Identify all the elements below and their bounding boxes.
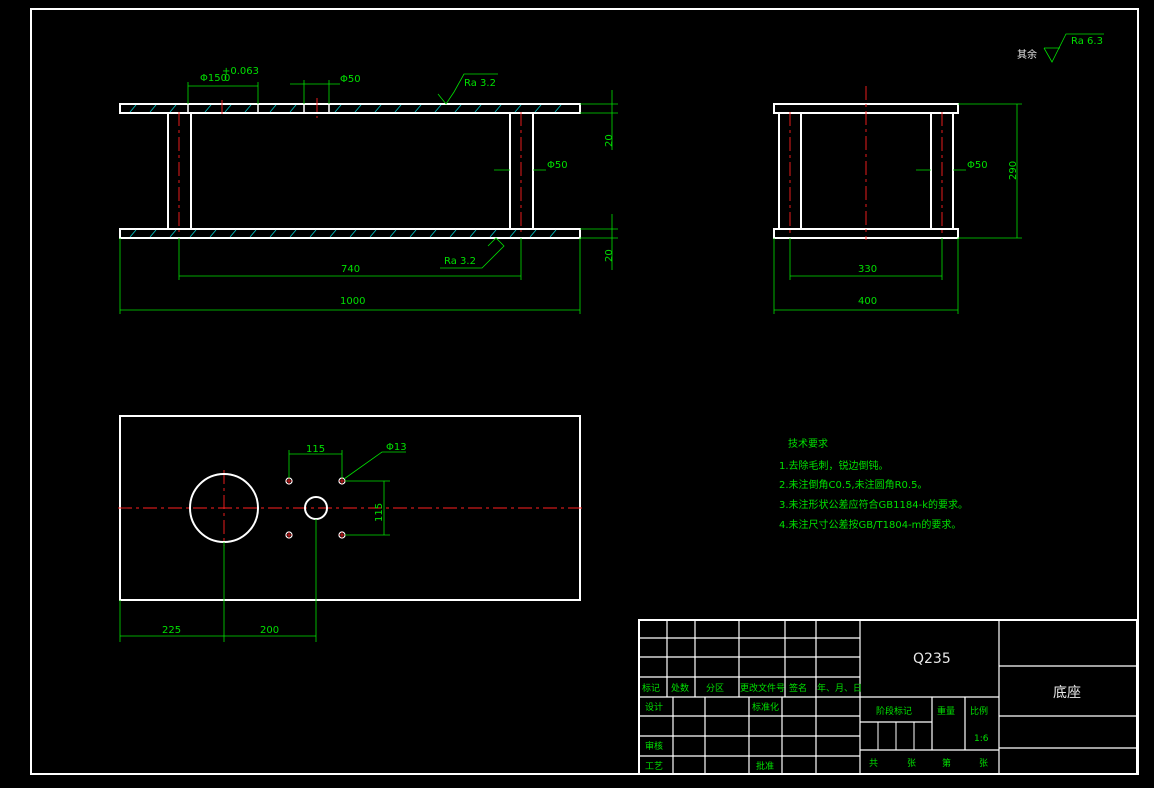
dim-115-y-label: 115 xyxy=(374,503,385,522)
tb-mark: 标记 xyxy=(642,682,660,694)
rest-roughness-value: Ra 6.3 xyxy=(1071,36,1103,47)
rest-roughness-prefix: 其余 xyxy=(1017,48,1037,61)
side-columns xyxy=(778,113,954,229)
front-top-plate xyxy=(119,103,581,114)
side-column-centerlines xyxy=(789,112,943,234)
dim-line-740 xyxy=(178,238,522,280)
front-left-column xyxy=(167,113,192,229)
tb-signature: 签名 xyxy=(789,682,807,694)
dim-line-115-y xyxy=(345,480,390,536)
dim-d150-label: Φ150 xyxy=(200,73,227,84)
front-view xyxy=(119,98,581,239)
rest-roughness-symbol xyxy=(1043,33,1104,63)
tb-total: 共 xyxy=(869,758,878,769)
front-dimensions: Φ150 +0.063 0 Φ50 Ra 3.2 Ra 3.2 20 20 Φ5… xyxy=(119,66,618,314)
dim-thk-top-label: 20 xyxy=(604,134,615,147)
roughness-bottom-label: Ra 3.2 xyxy=(444,256,476,267)
tb-weight: 重量 xyxy=(937,705,955,717)
notes-title: 技术要求 xyxy=(788,437,828,450)
tb-sheets: 张 xyxy=(907,758,916,769)
dim-200-label: 200 xyxy=(260,625,279,636)
dim-225-label: 225 xyxy=(162,625,181,636)
tb-zone: 分区 xyxy=(706,683,724,694)
tb-count: 处数 xyxy=(671,682,689,694)
dim-d150-lower-tol: 0 xyxy=(224,73,230,84)
dim-line-thk-top xyxy=(580,90,618,150)
tb-sheets-2: 张 xyxy=(979,758,988,769)
dim-d150-upper-tol: +0.063 xyxy=(222,66,259,77)
dim-740-label: 740 xyxy=(341,264,360,275)
tb-approve: 批准 xyxy=(756,760,774,772)
leader-d13 xyxy=(343,451,406,480)
side-dimensions: Φ50 290 330 400 xyxy=(773,103,1022,314)
front-bottom-plate xyxy=(119,228,581,239)
tb-review: 审核 xyxy=(645,740,663,752)
tb-process: 工艺 xyxy=(645,761,663,772)
tb-scale: 比例 xyxy=(970,705,988,717)
dim-line-thk-bottom xyxy=(580,214,618,270)
dim-d50-side-label: Φ50 xyxy=(967,160,988,171)
roughness-top-symbol xyxy=(437,73,498,105)
title-block: 标记 处数 分区 更改文件号 签名 年、月、日 设计 标准化 审核 工艺 批准 … xyxy=(638,619,1138,775)
note-line-2: 2.未注倒角C0.5,未注圆角R0.5。 xyxy=(779,478,927,491)
dim-thk-bottom-label: 20 xyxy=(604,249,615,262)
dim-line-1000 xyxy=(119,238,581,314)
bolt-holes-d13 xyxy=(285,477,346,539)
tb-change-doc: 更改文件号 xyxy=(740,682,785,694)
roughness-bottom-symbol xyxy=(440,237,505,269)
front-right-column xyxy=(509,113,534,229)
tb-stage-mark: 阶段标记 xyxy=(876,705,912,717)
front-plate-hole-edges xyxy=(187,104,330,113)
note-line-3: 3.未注形状公差应符合GB1184-k的要求。 xyxy=(779,498,968,511)
top-view xyxy=(118,415,584,601)
dim-290-label: 290 xyxy=(1008,161,1019,180)
tb-date: 年、月、日 xyxy=(817,682,862,694)
front-plate-hatching xyxy=(129,104,562,238)
dim-line-330 xyxy=(789,238,943,280)
dim-line-d150 xyxy=(187,82,259,104)
tb-design: 设计 xyxy=(645,701,663,713)
dim-line-400 xyxy=(773,238,959,314)
tb-part-name: 底座 xyxy=(1053,685,1081,701)
dim-1000-label: 1000 xyxy=(340,296,365,307)
tb-material: Q235 xyxy=(913,651,951,667)
drawing-frame xyxy=(30,8,1139,775)
dim-400-label: 400 xyxy=(858,296,877,307)
dim-line-290 xyxy=(958,103,1022,239)
dim-line-d50-top xyxy=(290,80,340,104)
technical-notes: 技术要求 1.去除毛刺，锐边倒钝。 2.未注倒角C0.5,未注圆角R0.5。 3… xyxy=(779,437,968,531)
side-view xyxy=(773,86,959,240)
dim-line-225-200 xyxy=(119,519,317,642)
dim-d50-front-side-label: Φ50 xyxy=(547,160,568,171)
dim-330-label: 330 xyxy=(858,264,877,275)
roughness-top-label: Ra 3.2 xyxy=(464,78,496,89)
tb-scale-value: 1:6 xyxy=(974,734,989,744)
rest-roughness: 其余 Ra 6.3 xyxy=(1017,33,1104,63)
dim-115-x-label: 115 xyxy=(306,444,325,455)
tb-sheet-no: 第 xyxy=(942,757,951,769)
dim-d13-label: Φ13 xyxy=(386,442,407,453)
dim-d50-top-label: Φ50 xyxy=(340,74,361,85)
top-view-dimensions: 115 115 Φ13 225 200 xyxy=(119,442,407,642)
dim-line-115-x xyxy=(288,450,343,478)
tb-standardize: 标准化 xyxy=(752,701,779,713)
note-line-4: 4.未注尺寸公差按GB/T1804-m的要求。 xyxy=(779,518,961,531)
note-line-1: 1.去除毛刺，锐边倒钝。 xyxy=(779,459,889,472)
